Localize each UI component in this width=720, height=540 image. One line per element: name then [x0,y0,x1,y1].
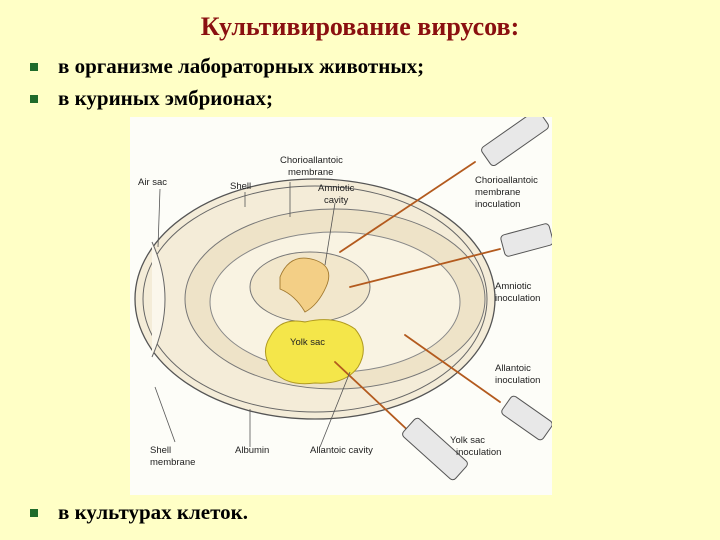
bullet-square-icon [30,62,38,71]
label-yolk-sac: Yolk sac [290,337,325,348]
label-chorioallantoic-membrane-1: Chorioallantoic [280,155,343,166]
bullet-item-laboratory-animals: в организме лабораторных животных; [30,54,424,79]
label-albumin: Albumin [235,445,269,456]
bullet-item-cell-cultures: в культурах клеток. [30,500,248,525]
shell-membrane-line [142,185,488,413]
bullet-text: в организме лабораторных животных; [58,54,425,78]
syringe-yolk-sac [402,417,468,481]
bullet-item-chicken-embryos: в куриных эмбрионах; [30,86,273,111]
label-chorioallantoic-membrane-2: membrane [288,167,333,178]
syringe-allantoic [501,395,552,441]
label-amniotic-cavity-2: cavity [324,195,349,206]
yolk-sac [265,319,364,385]
label-amniotic-cavity-1: Amniotic [318,183,355,194]
embryo [279,257,330,313]
egg-diagram-svg: Air sac Shell Chorioallantoic membrane A… [134,117,552,481]
label-yolk-sac-inoculation-2: inoculation [456,447,501,458]
label-allantoic-inoculation-1: Allantoic [495,363,531,374]
label-amniotic-inoculation-2: inoculation [495,293,540,304]
label-allantoic-inoculation-2: inoculation [495,375,540,386]
label-shell-membrane-1: Shell [150,445,171,456]
needle-amniotic [349,248,501,288]
label-allantoic-cavity: Allantoic cavity [310,445,373,456]
needle-allantoic [404,334,501,403]
needle-chorioallantoic [339,161,476,253]
label-air-sac: Air sac [138,177,167,188]
air-sac [151,241,166,358]
slide-title: Культивирование вирусов: [200,12,520,41]
syringe-chorioallantoic [481,117,549,167]
syringe-amniotic [500,223,552,257]
label-cam-inoculation-2: membrane [475,187,520,198]
needle-yolk-sac [334,361,416,438]
label-amniotic-inoculation-1: Amniotic [495,281,532,292]
label-yolk-sac-inoculation-1: Yolk sac [450,435,485,446]
label-shell-membrane-2: membrane [150,457,195,468]
bullet-text: в культурах клеток. [58,500,249,524]
label-shell: Shell [230,181,251,192]
bullet-square-icon [30,94,38,103]
bullet-text: в куриных эмбрионах; [58,86,273,110]
label-cam-inoculation-3: inoculation [475,199,520,210]
label-cam-inoculation-1: Chorioallantoic [475,175,538,186]
bullet-square-icon [30,508,38,517]
egg-inoculation-diagram: Air sac Shell Chorioallantoic membrane A… [130,117,552,495]
